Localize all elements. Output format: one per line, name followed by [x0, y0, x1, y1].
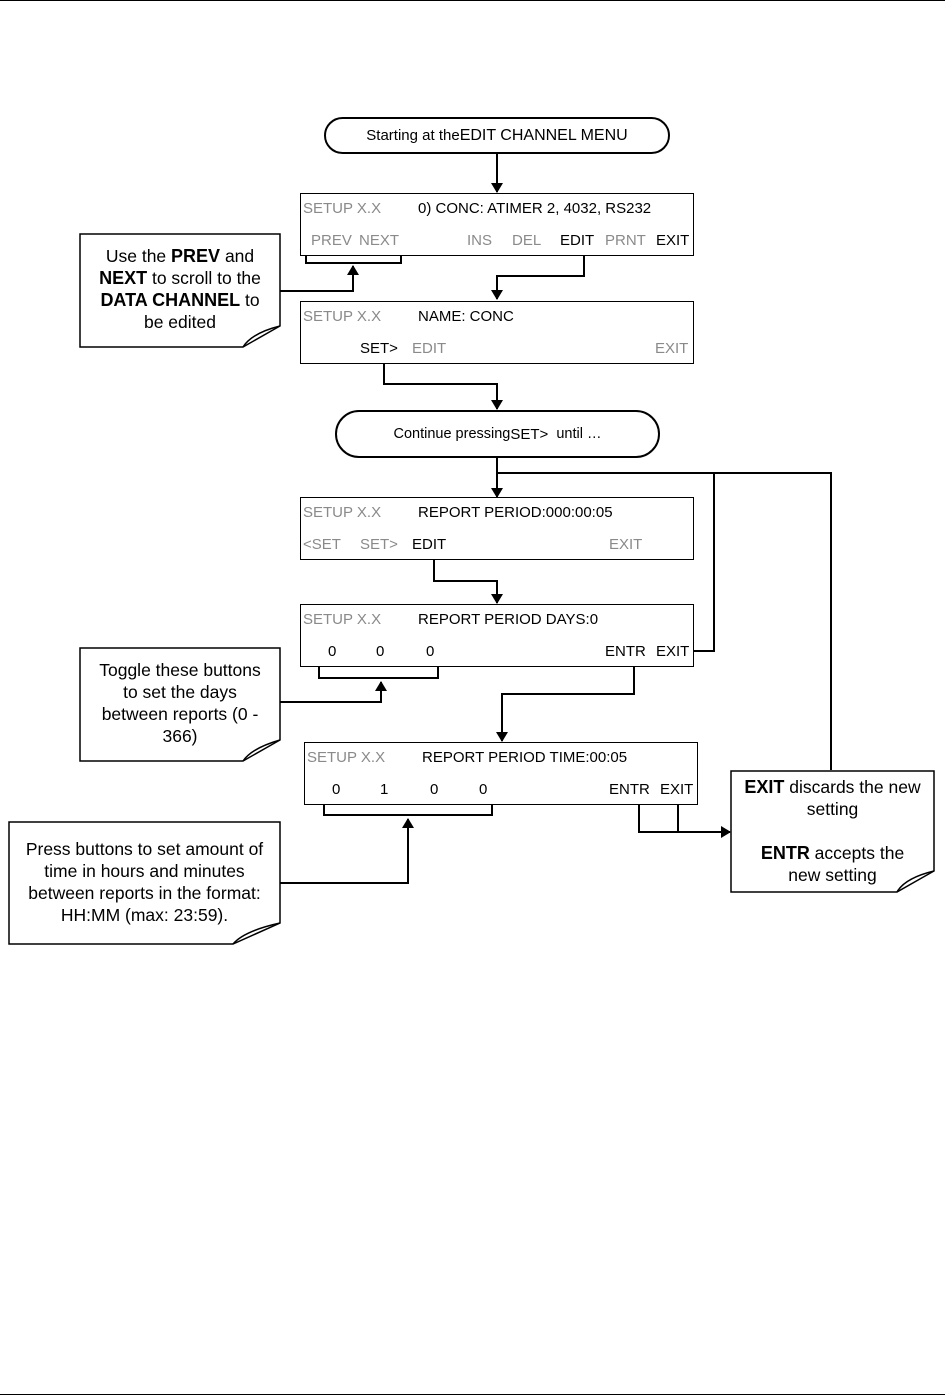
display-report-period-time	[304, 742, 698, 805]
note-exit-entr: EXIT discards the new setting ENTR accep…	[731, 776, 934, 886]
loop-exit-screen5	[714, 472, 832, 770]
note-time: Press buttons to set amount of time in h…	[9, 838, 280, 926]
note-next-keyword: NEXT	[99, 268, 148, 288]
start-edit-channel-pill: Starting at the EDIT CHANNEL MENU	[324, 117, 670, 154]
note-prev-next-text: and	[220, 246, 255, 266]
prnt-button[interactable]: PRNT	[605, 232, 646, 249]
arrow-note-to-prev-next	[280, 265, 359, 292]
note-days-line: 366)	[162, 726, 198, 746]
note-entr-keyword: ENTR	[760, 843, 810, 863]
arrow-set-to-continue	[383, 359, 503, 410]
start-pill-emph: EDIT CHANNEL MENU	[459, 126, 628, 144]
set-forward-button[interactable]: SET>	[360, 536, 398, 553]
note-prev-next: Use the PREV and NEXT to scroll to the D…	[80, 245, 280, 333]
prev-button[interactable]: PREV	[311, 232, 352, 249]
start-pill-prefix: Starting at the	[366, 127, 460, 144]
hours-tens-digit-button[interactable]: 0	[332, 781, 341, 798]
note-prev-next-text: Use the	[105, 246, 172, 266]
days-digit-ones-button[interactable]: 0	[426, 643, 435, 660]
display-report-period	[300, 497, 694, 560]
screen1-message: 0) CONC: ATIMER 2, 4032, RS232	[418, 200, 652, 217]
display-report-period-days	[300, 604, 694, 667]
continue-pill-prefix: Continue pressing	[393, 426, 511, 442]
note-days-line: to set the days	[123, 682, 237, 702]
note-prev-next-text: to	[240, 290, 260, 310]
arrow-note-to-days	[280, 681, 387, 703]
note-frame-time	[8, 821, 281, 945]
minutes-tens-digit-button[interactable]: 0	[430, 781, 439, 798]
display-edit-channel	[300, 193, 694, 256]
arrow-edit-to-screen2	[491, 252, 585, 300]
flowchart: Starting at the EDIT CHANNEL MENU SETUP …	[8, 117, 935, 945]
note-days: Toggle these buttons to set the days bet…	[80, 659, 280, 747]
screen1-setup-label: SETUP X.X	[303, 200, 382, 217]
edit-button[interactable]: EDIT	[560, 232, 595, 249]
exit-button[interactable]: EXIT	[655, 340, 689, 357]
note-entr-text: accepts the	[809, 843, 905, 863]
display-name	[300, 301, 694, 364]
continue-pill-suffix: until …	[548, 426, 602, 442]
exit-button[interactable]: EXIT	[656, 643, 690, 660]
screen2-message: NAME: CONC	[418, 308, 514, 325]
note-prev-next-text: to scroll to the	[147, 268, 261, 288]
bracket-prev-next	[305, 250, 402, 264]
exit-button[interactable]: EXIT	[660, 781, 694, 798]
arrow-edit-to-screen4	[433, 557, 503, 604]
flowchart-connectors	[8, 154, 935, 945]
minutes-ones-digit-button[interactable]: 0	[479, 781, 488, 798]
screen4-message: REPORT PERIOD DAYS:0	[418, 611, 599, 628]
page-bottom-rule	[0, 1394, 945, 1395]
note-days-line: between reports (0 -	[101, 704, 259, 724]
note-prev-next-text: be edited	[143, 312, 216, 332]
screen5-setup-label: SETUP X.X	[307, 749, 386, 766]
edit-button-disabled[interactable]: EDIT	[412, 340, 447, 357]
note-time-line: time in hours and minutes	[44, 861, 245, 881]
note-exit-keyword: EXIT	[744, 777, 785, 797]
bracket-time-digits	[323, 801, 493, 816]
note-frame-days	[79, 647, 281, 762]
screen2-setup-label: SETUP X.X	[303, 308, 382, 325]
note-time-line: Press buttons to set amount of	[25, 839, 264, 859]
note-prev-keyword: PREV	[171, 246, 221, 266]
arrow-entr-exit-to-note	[638, 802, 731, 838]
note-exit-text: discards the new	[784, 777, 921, 797]
entr-button[interactable]: ENTR	[605, 643, 646, 660]
note-time-line: HH:MM (max: 23:59).	[60, 905, 229, 925]
note-frame-exit-entr	[730, 770, 935, 893]
screen4-setup-label: SETUP X.X	[303, 611, 382, 628]
exit-button[interactable]: EXIT	[609, 536, 643, 553]
note-entr-text: new setting	[788, 865, 877, 885]
hours-ones-digit-button[interactable]: 1	[380, 781, 389, 798]
note-time-line: between reports in the format:	[28, 883, 261, 903]
entr-button[interactable]: ENTR	[609, 781, 650, 798]
set-back-button[interactable]: <SET	[303, 536, 341, 553]
exit-button[interactable]: EXIT	[656, 232, 690, 249]
note-days-line: Toggle these buttons	[99, 660, 261, 680]
screen3-setup-label: SETUP X.X	[303, 504, 382, 521]
bracket-days-digits	[318, 663, 439, 679]
arrow-note-to-time	[280, 818, 414, 884]
note-frame-prev-next	[79, 233, 281, 348]
page-top-rule	[0, 0, 945, 1]
days-digit-hundreds-button[interactable]: 0	[328, 643, 337, 660]
note-exit-text: setting	[806, 799, 859, 819]
arrow-entr-to-screen5	[496, 665, 635, 742]
note-data-channel-keyword: DATA CHANNEL	[100, 290, 241, 310]
ins-button[interactable]: INS	[467, 232, 493, 249]
del-button[interactable]: DEL	[512, 232, 542, 249]
next-button[interactable]: NEXT	[359, 232, 400, 249]
loop-exit-screen4	[497, 472, 715, 652]
continue-set-pill: Continue pressing SET> until …	[335, 410, 660, 458]
screen5-message: REPORT PERIOD TIME:00:05	[422, 749, 628, 766]
edit-button[interactable]: EDIT	[412, 536, 447, 553]
screen3-message: REPORT PERIOD:000:00:05	[418, 504, 613, 521]
days-digit-tens-button[interactable]: 0	[376, 643, 385, 660]
continue-pill-emph: SET>	[510, 425, 549, 443]
set-forward-button[interactable]: SET>	[360, 340, 398, 357]
